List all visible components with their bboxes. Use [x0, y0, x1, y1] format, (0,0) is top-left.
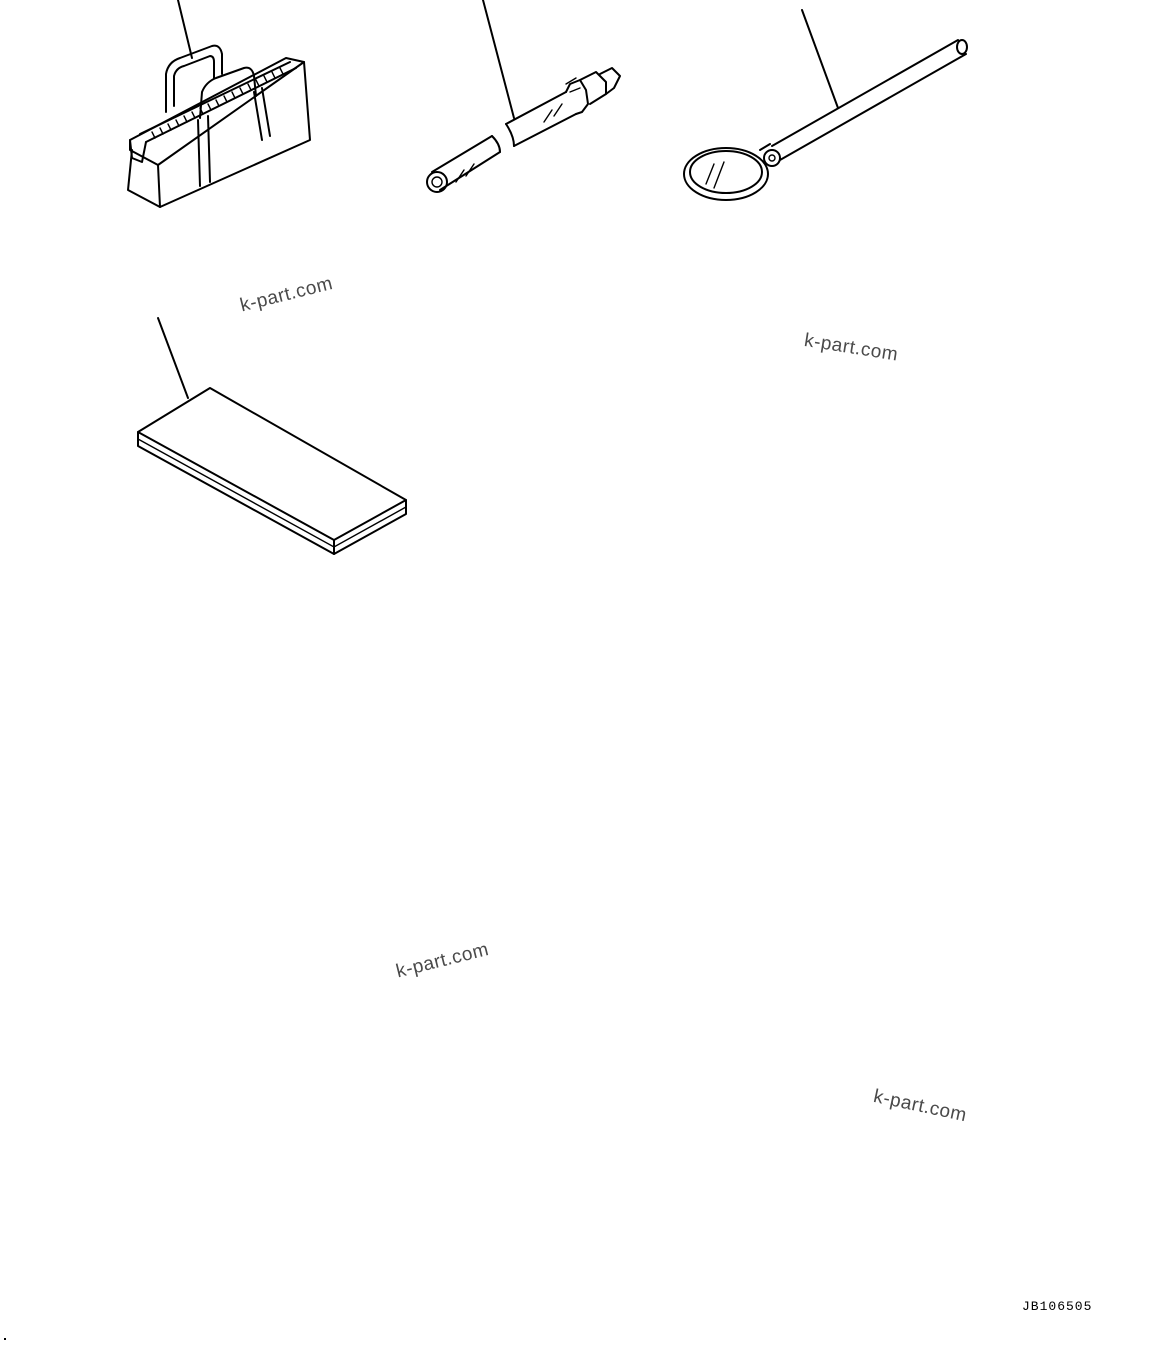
inspection-mirror-icon: [683, 9, 968, 201]
drawing-code: JB106505: [1022, 1299, 1093, 1314]
manual-book-icon: [137, 317, 407, 555]
tool-bag-icon: [127, 0, 311, 208]
corner-mark: [4, 1338, 6, 1340]
grease-hose-icon: [426, 0, 621, 193]
